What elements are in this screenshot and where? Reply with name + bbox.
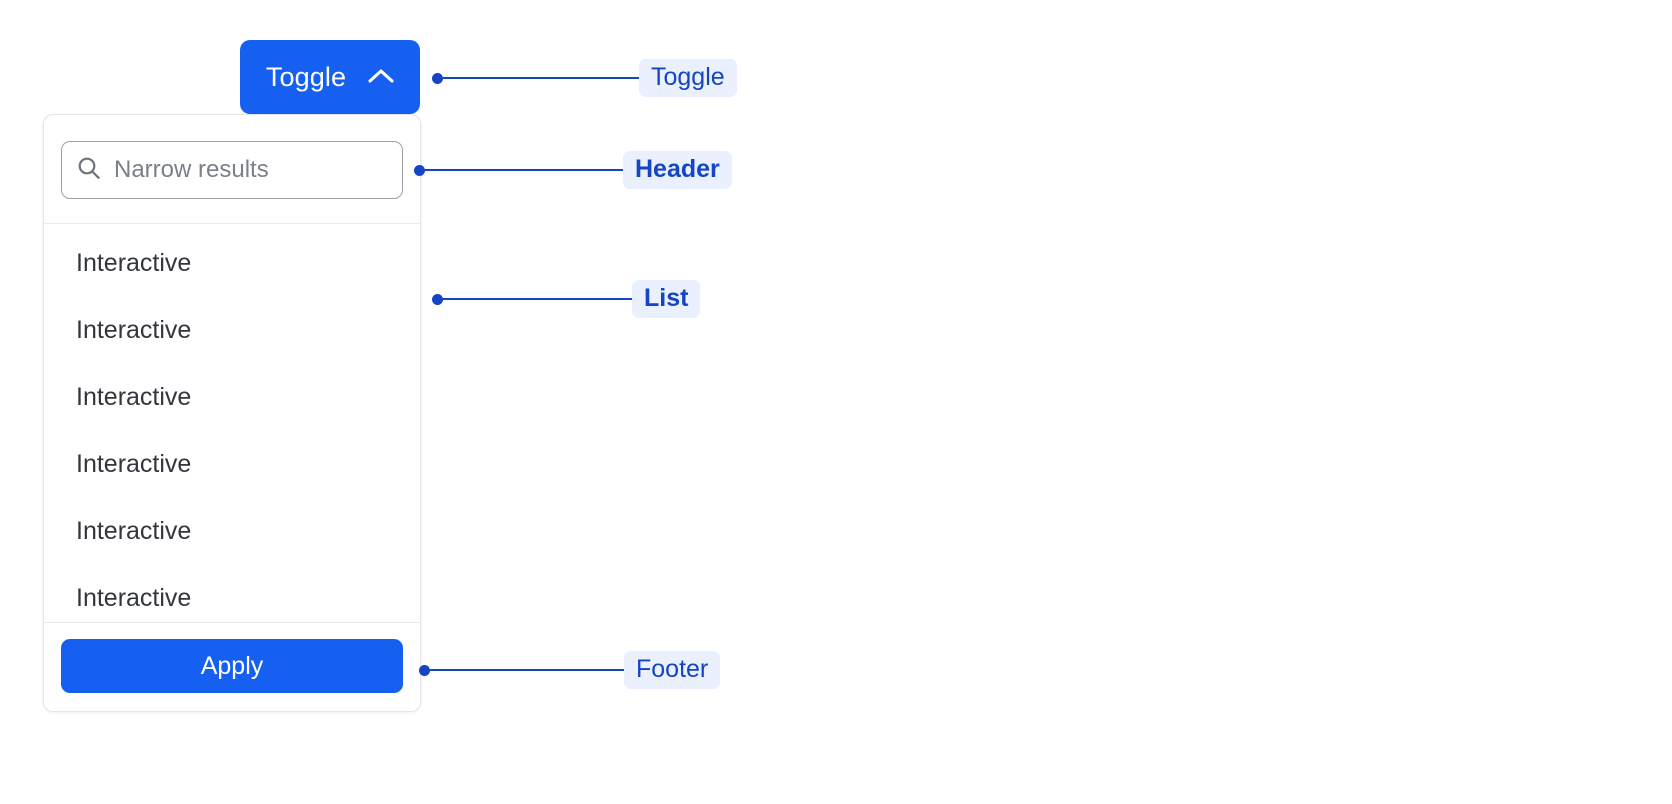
toggle-button[interactable]: Toggle <box>240 40 420 114</box>
list-item[interactable]: Interactive <box>44 498 420 565</box>
dropdown-footer: Apply <box>44 622 420 711</box>
list-item-label: Interactive <box>76 316 192 344</box>
list-item-label: Interactive <box>76 584 192 612</box>
annotation-line <box>443 76 639 80</box>
list-item-label: Interactive <box>76 517 192 545</box>
annotation-line <box>430 668 624 672</box>
chevron-up-icon <box>368 68 394 87</box>
search-icon <box>76 155 102 186</box>
toggle-button-label: Toggle <box>265 61 347 92</box>
list-item-label: Interactive <box>76 249 192 277</box>
annotation-line <box>425 168 623 172</box>
annotation-label: Header <box>623 151 732 189</box>
annotation-toggle: Toggle <box>432 59 737 97</box>
annotation-header: Header <box>414 151 732 189</box>
annotation-label: Footer <box>624 651 721 689</box>
annotation-dot <box>432 293 443 305</box>
apply-button[interactable]: Apply <box>61 639 403 693</box>
list-item[interactable]: Interactive <box>44 364 420 431</box>
annotation-dot <box>419 664 430 676</box>
annotation-label: Toggle <box>639 59 737 97</box>
dropdown-header: Narrow results <box>44 115 420 224</box>
dropdown-list: Interactive Interactive Interactive Inte… <box>44 224 420 622</box>
annotation-dot <box>432 72 443 84</box>
annotation-line <box>443 297 632 301</box>
list-item-label: Interactive <box>76 450 192 478</box>
annotation-dot <box>414 164 425 176</box>
annotation-footer: Footer <box>419 651 721 689</box>
list-item-label: Interactive <box>76 383 192 411</box>
search-input[interactable]: Narrow results <box>61 141 403 199</box>
list-item[interactable]: Interactive <box>44 230 420 297</box>
list-item[interactable]: Interactive <box>44 297 420 364</box>
dropdown-panel: Narrow results Interactive Interactive I… <box>43 114 421 712</box>
annotation-list: List <box>432 280 701 318</box>
list-item[interactable]: Interactive <box>44 431 420 498</box>
search-placeholder: Narrow results <box>114 156 269 183</box>
annotation-label: List <box>632 280 701 318</box>
list-item[interactable]: Interactive <box>44 565 420 622</box>
